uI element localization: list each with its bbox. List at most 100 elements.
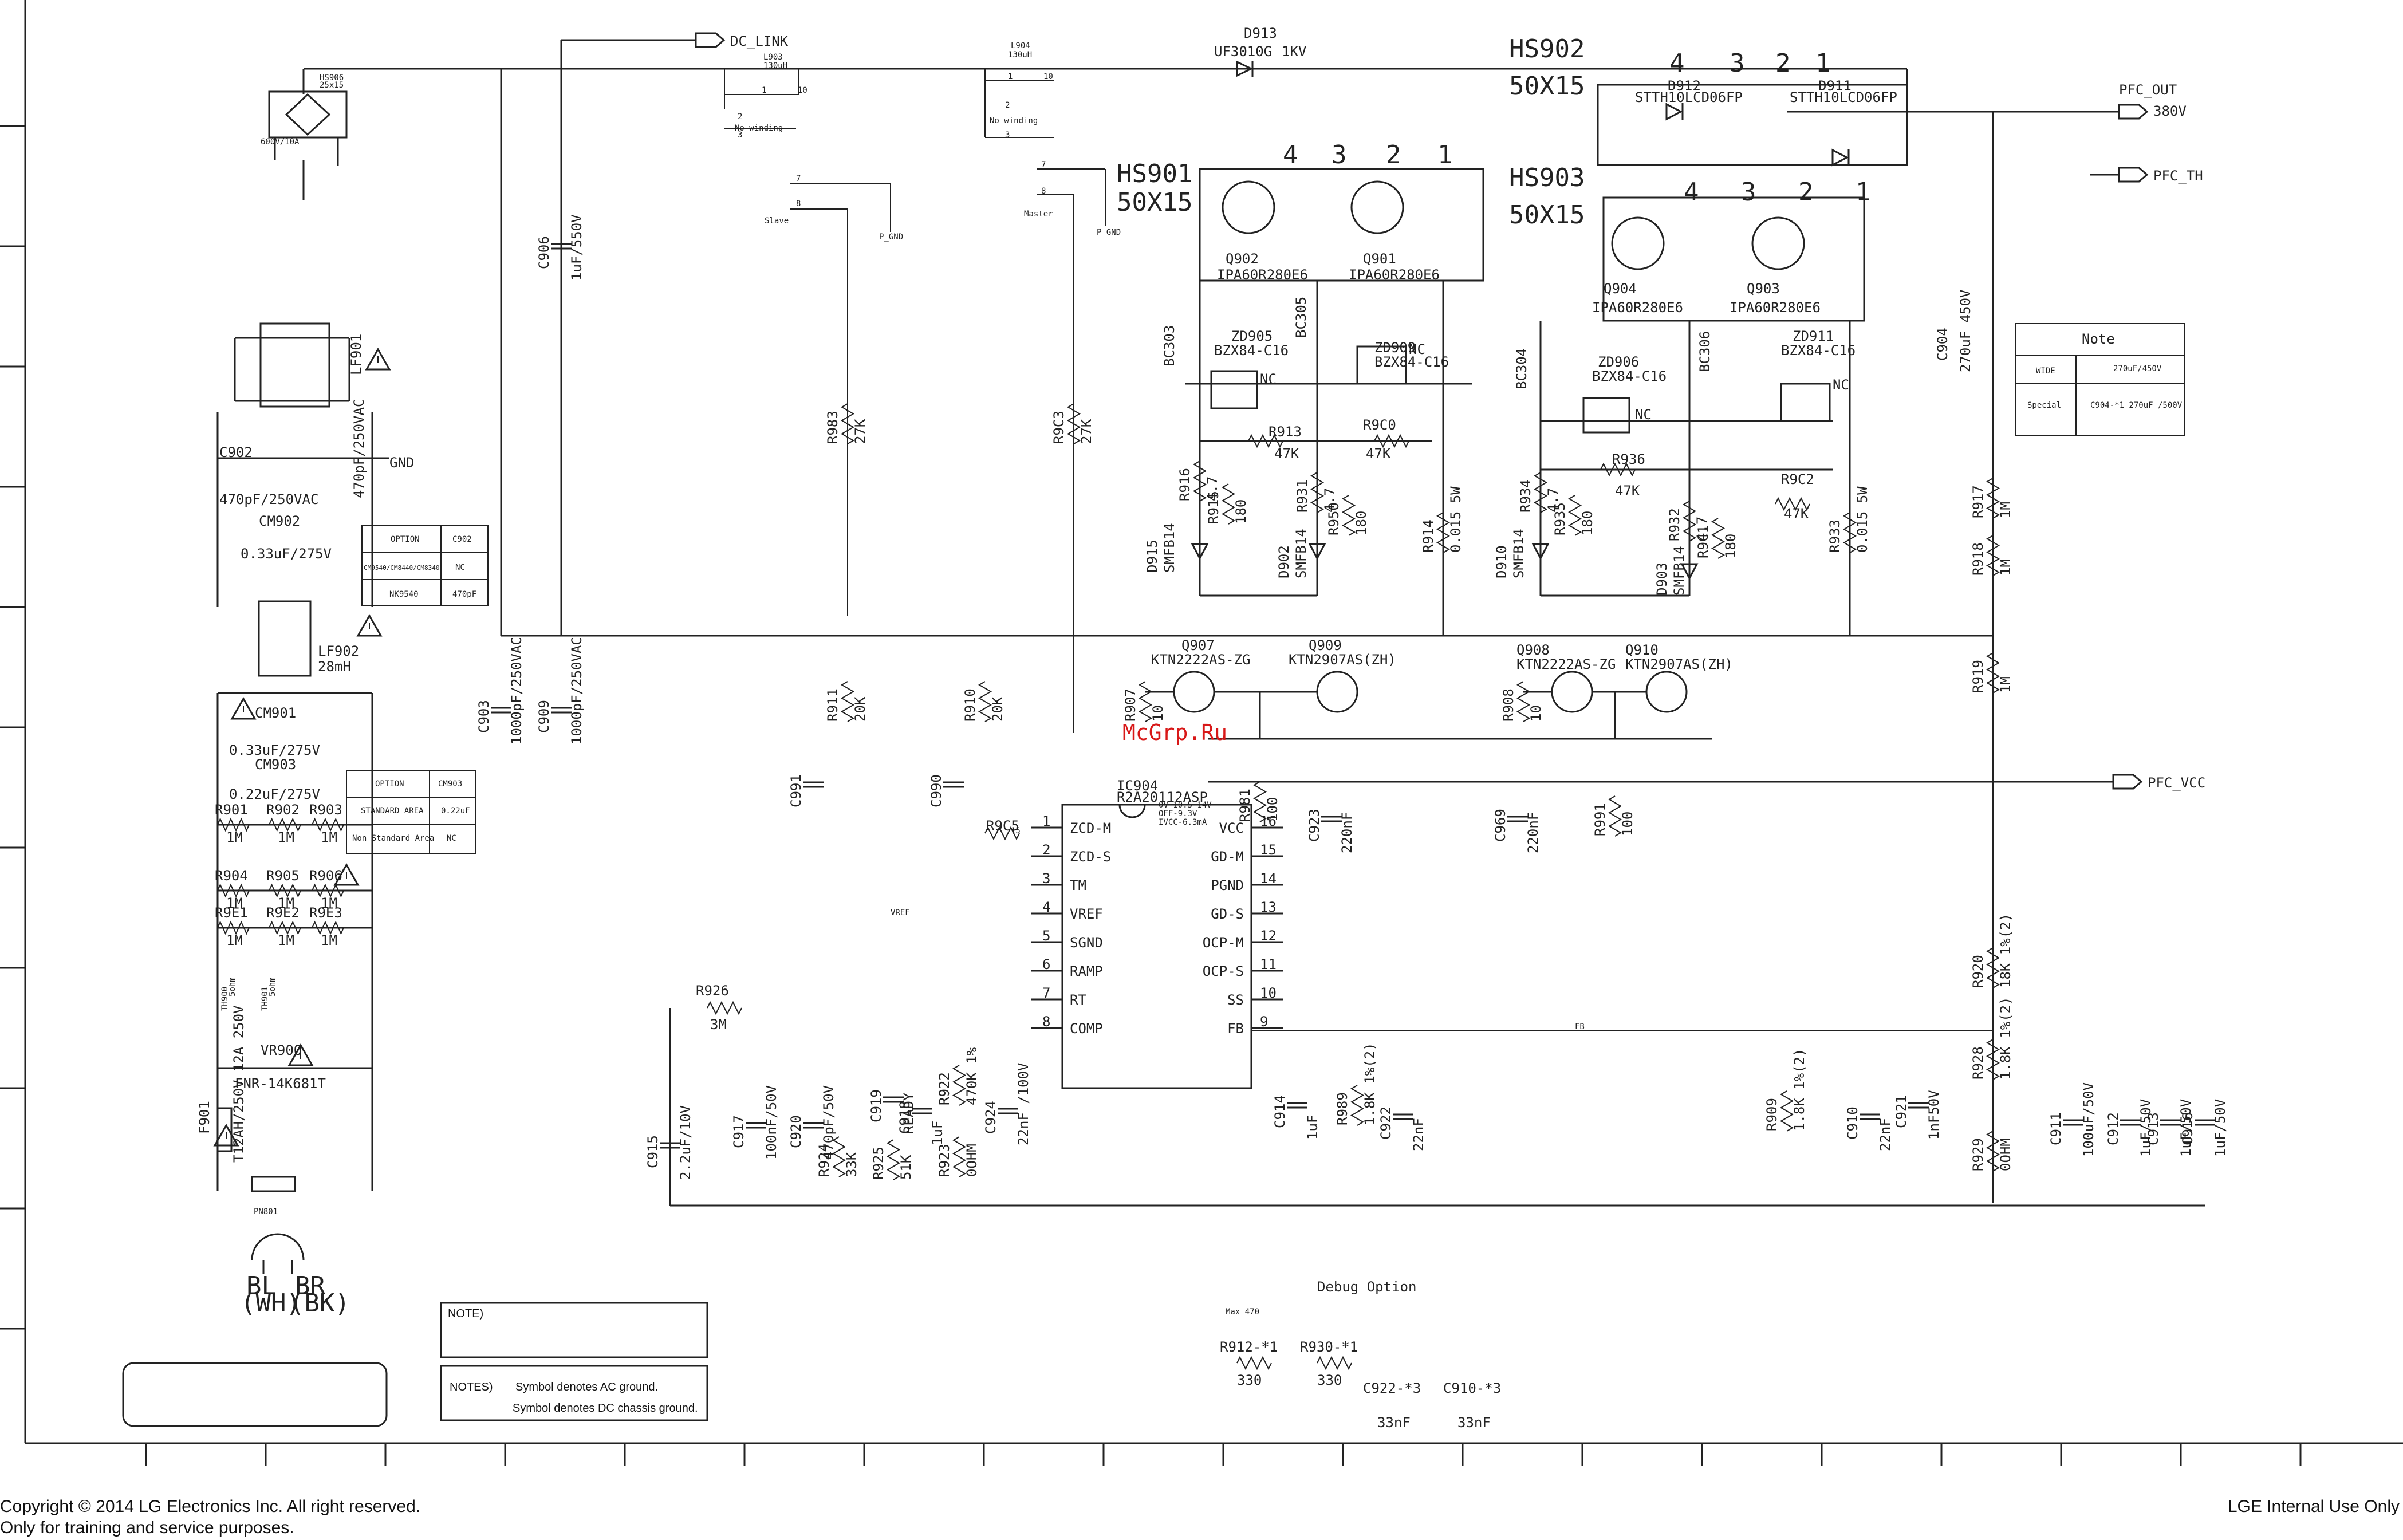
x-caps-cm901-cm903: CM901 0.33uF/275V CM903 0.22uF/275V <box>229 705 320 802</box>
ref-d902: D902 <box>1276 545 1292 578</box>
bridge-rectifier-hs906: HS906 25x15 600V/10A <box>261 69 348 200</box>
table-c902-r0c0: CM9540/CM8440/CM8340 <box>364 564 439 572</box>
part-q910: KTN2907AS(ZH) <box>1625 656 1733 672</box>
notes-area: NOTE) NOTES) Symbol denotes AC ground. S… <box>122 1302 708 1427</box>
ic-pin-name-15: GD-M <box>1211 849 1244 865</box>
ref-c906: C906 <box>536 236 552 269</box>
value-c914: 1uF <box>1305 1115 1321 1140</box>
ic-pin-num-15: 15 <box>1260 842 1277 858</box>
svg-text:4: 4 <box>1283 140 1298 170</box>
pin-l903-10: 10 <box>798 86 807 95</box>
ref-q907: Q907 <box>1181 637 1215 653</box>
ic-pin-num-13: 13 <box>1260 899 1277 915</box>
ic-pin-num-16: 16 <box>1260 813 1277 829</box>
value-r901: 1M <box>226 829 243 845</box>
ic-pin-num-7: 7 <box>1042 985 1050 1001</box>
note-box-label: NOTE) <box>448 1307 483 1320</box>
note-table-c904: Note WIDE 270uF/450V Special C904-*1 270… <box>2015 323 2185 436</box>
ref-bc304: BC304 <box>1514 348 1530 389</box>
pin-l903-2: 2 <box>738 112 742 121</box>
ref-hs906: HS906 <box>320 73 344 82</box>
value-c915: 2.2uF/10V <box>677 1105 694 1180</box>
ic904: IC904 R2A20112ASP 0V-10.5-14V OFF-9.3V I… <box>1031 778 1283 1089</box>
ref-c901: C902 <box>219 444 253 460</box>
ref-d912: D912 <box>1668 78 1701 94</box>
heatsink-hs902: HS902 50X15 3 2 1 4 D912 STTH10LCD06FP D… <box>1509 34 1908 167</box>
value-c901: 470pF/250VAC <box>219 491 318 507</box>
ref-r903: R903 <box>309 802 342 818</box>
debug-ref-r912: R912-*1 <box>1220 1339 1278 1355</box>
value-r904: 1M <box>226 895 243 911</box>
net-label-pfc-th: PFC_TH <box>2153 168 2203 184</box>
ref-cm901: CM901 <box>255 705 296 721</box>
pin-l903-1: 1 <box>762 86 766 95</box>
ref-r935: R935 <box>1552 502 1568 535</box>
wire-color-bk: (BK) <box>289 1289 350 1318</box>
value-r925: 51K <box>898 1155 914 1180</box>
ref-r913: R913 <box>1269 424 1302 440</box>
warning-icon <box>213 1123 239 1147</box>
ic-pin-num-2: 2 <box>1042 842 1050 858</box>
ref-r926: R926 <box>696 983 729 999</box>
beads: BC303 BC305 BC304 BC306 <box>1161 297 1713 389</box>
table-c902-r0c1: NC <box>455 563 465 572</box>
value-l904: 130uH <box>1008 50 1032 60</box>
ref-hs903: HS903 <box>1509 163 1585 192</box>
table-c902-r1c0: NK9540 <box>389 590 419 599</box>
value-r932: 4.7 <box>1694 517 1710 541</box>
pin-master-7: 7 <box>1041 160 1046 170</box>
ic-pin-num-4: 4 <box>1042 899 1050 915</box>
ref-c910: C910 <box>1845 1106 1861 1140</box>
net-label-fb: FB <box>1575 1022 1585 1031</box>
size-hs902: 50X15 <box>1509 72 1585 101</box>
ic-pin-num-6: 6 <box>1042 956 1050 972</box>
part-zd906: BZX84-C16 <box>1592 368 1667 384</box>
ref-q903: Q903 <box>1747 281 1780 297</box>
debug-val-c910: 33nF <box>1457 1415 1491 1431</box>
ref-r925: R925 <box>870 1147 887 1180</box>
ref-lf902: LF902 <box>318 643 359 659</box>
ref-r9c0: R9C0 <box>1363 417 1396 433</box>
gnd-label-c902: GND <box>389 455 414 471</box>
ref-th900: TH900 <box>220 987 230 1011</box>
fuse-f901: F901 T12AH/250V 12A 250V <box>196 1005 247 1163</box>
ic-pin-name-2: ZCD-S <box>1070 849 1111 865</box>
ref-q908: Q908 <box>1516 642 1550 658</box>
ref-c969: C969 <box>1492 809 1508 842</box>
warning-icon <box>365 347 391 371</box>
ref-r9c2: R9C2 <box>1781 471 1814 487</box>
value-r909: 1.8K 1%(2) <box>1791 1049 1807 1132</box>
ic-pin-num-12: 12 <box>1260 928 1277 944</box>
warning-icons <box>213 347 391 1147</box>
bjt-q908: Q908 KTN2222AS-ZG <box>1516 642 1616 713</box>
value-r9c0: 47K <box>1366 446 1391 462</box>
svg-text:2: 2 <box>1386 140 1401 170</box>
ref-c991: C991 <box>788 774 804 808</box>
ref-r916: R916 <box>1177 468 1193 501</box>
ref-bc305: BC305 <box>1293 297 1309 338</box>
wire-br: BR <box>295 1271 325 1301</box>
heatsink-hs903: HS903 50X15 4 3 2 1 Q904 IPA60R280E6 Q90… <box>1509 163 1871 322</box>
table-c902-head-0: OPTION <box>391 535 420 544</box>
value-c910: 22nF <box>1877 1118 1893 1151</box>
note-l903: No winding <box>735 124 783 133</box>
ref-cm902: CM902 <box>259 513 300 529</box>
gate-drive-wiring <box>1185 281 1851 636</box>
debug-title: Debug Option <box>1317 1279 1416 1295</box>
ground-rail <box>501 635 2205 1207</box>
ref-c923: C923 <box>1306 809 1322 842</box>
value-r926: 3M <box>710 1017 727 1033</box>
ref-c912: C912 <box>2105 1112 2121 1145</box>
value-lf902: 28mH <box>318 659 351 675</box>
capacitor-c904: C904 270uF 450V <box>1935 290 1973 373</box>
ref-r907: R907 <box>1122 688 1139 722</box>
part-zd909: BZX84-C16 <box>1374 354 1449 370</box>
part-ic904: R2A20112ASP <box>1117 789 1208 805</box>
ref-c921: C921 <box>1893 1095 1909 1128</box>
ref-r924: R924 <box>816 1144 832 1177</box>
option-table-cm903: OPTION CM903 STANDARD AREA 0.22uF Non St… <box>346 770 476 854</box>
label-slave-winding: Slave <box>765 216 789 226</box>
